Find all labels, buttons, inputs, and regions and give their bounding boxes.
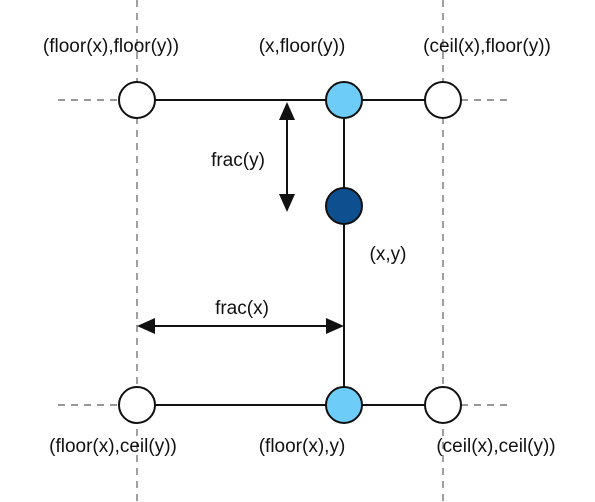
node-top-mid — [325, 81, 363, 119]
node-sample — [325, 187, 363, 225]
label-top-right: (ceil(x),floor(y)) — [423, 36, 551, 57]
label-bottom-left: (floor(x),ceil(y)) — [49, 436, 177, 457]
frac-y-arrow — [279, 102, 295, 212]
label-bottom-mid: (floor(x),y) — [259, 436, 346, 457]
label-top-left: (floor(x),floor(y)) — [43, 36, 179, 57]
label-frac-x: frac(x) — [215, 298, 269, 319]
label-bottom-right: (ceil(x),ceil(y)) — [436, 436, 555, 457]
frac-x-arrow — [137, 318, 344, 334]
label-sample: (x,y) — [370, 244, 407, 265]
node-bottom-left — [118, 386, 156, 424]
node-bottom-right — [424, 386, 462, 424]
node-bottom-mid — [325, 386, 363, 424]
label-frac-y: frac(y) — [211, 150, 265, 171]
node-top-left — [118, 81, 156, 119]
label-top-mid: (x,floor(y)) — [259, 36, 346, 57]
node-top-right — [424, 81, 462, 119]
